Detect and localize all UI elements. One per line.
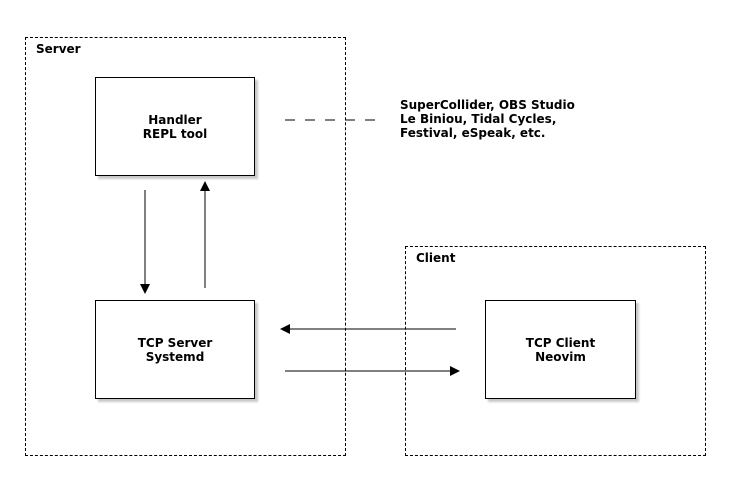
tcp-client-subtitle: Neovim	[535, 349, 586, 364]
tcp-server-subtitle: Systemd	[145, 349, 205, 364]
handler-title: Handler	[148, 112, 202, 127]
client-group-label: Client	[416, 251, 456, 265]
tools-note-line-3: Festival, eSpeak, etc.	[400, 126, 546, 140]
tools-note-line-1: SuperCollider, OBS Studio	[400, 98, 575, 112]
tcp-server-node: TCP Server Systemd	[95, 300, 255, 399]
tcp-client-node: TCP Client Neovim	[485, 300, 636, 399]
tcp-client-title: TCP Client	[525, 335, 596, 350]
client-group: Client	[405, 246, 706, 456]
tools-note-line-2: Le Biniou, Tidal Cycles,	[400, 112, 557, 126]
tcp-server-title: TCP Server	[137, 335, 213, 350]
handler-node: Handler REPL tool	[95, 77, 255, 176]
server-group-label: Server	[36, 42, 81, 56]
tools-note: SuperCollider, OBS Studio Le Biniou, Tid…	[400, 98, 575, 140]
server-group: Server	[25, 37, 346, 456]
handler-subtitle: REPL tool	[142, 126, 208, 141]
